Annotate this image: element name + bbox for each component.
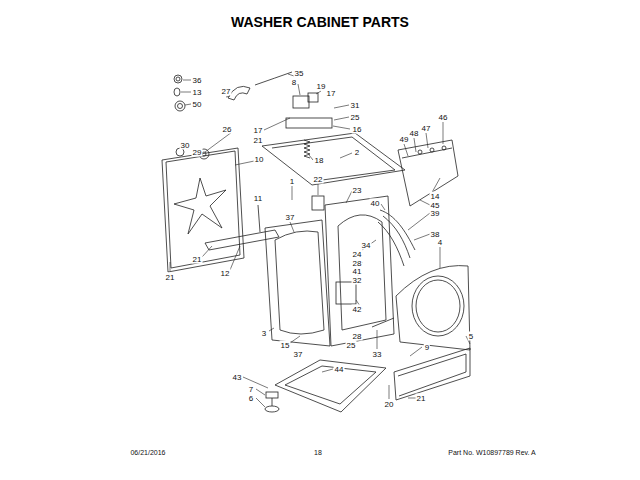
callout-number: 17	[326, 89, 337, 98]
callout-number: 2	[354, 148, 360, 157]
callout-number: 38	[430, 230, 441, 239]
callout-number: 13	[192, 88, 203, 97]
callout-number: 28	[352, 332, 363, 341]
callout-number: 47	[421, 124, 432, 133]
callout-number: 4	[437, 238, 443, 247]
callout-number: 36	[192, 76, 203, 85]
callout-number: 21	[253, 136, 264, 145]
callout-number: 25	[346, 341, 357, 350]
callout-number: 48	[409, 129, 420, 138]
callout-number: 21	[416, 394, 427, 403]
callout-number: 5	[468, 332, 474, 341]
callout-number: 27	[221, 87, 232, 96]
callout-number: 1	[289, 177, 295, 186]
callout-number: 9	[424, 343, 430, 352]
callout-number: 32	[352, 276, 363, 285]
callout-number: 34	[361, 241, 372, 250]
callout-number: 37	[285, 213, 296, 222]
callout-number: 21	[165, 273, 176, 282]
footer-text: 18	[313, 449, 323, 457]
callout-number: 46	[438, 113, 449, 122]
callout-number: 29	[192, 148, 203, 157]
callout-number: 44	[334, 365, 345, 374]
callout-number: 11	[253, 194, 263, 203]
callout-number: 26	[222, 125, 233, 134]
callout-number: 30	[180, 141, 191, 150]
diagram-title: WASHER CABINET PARTS	[231, 14, 409, 30]
footer-text: Part No. W10897789 Rev. A	[447, 449, 536, 457]
callout-number: 24	[352, 250, 363, 259]
callout-number: 25	[350, 113, 361, 122]
callout-number: 42	[352, 305, 363, 314]
callout-number: 39	[430, 209, 441, 218]
callout-number: 43	[232, 373, 243, 382]
callout-number: 40	[370, 199, 381, 208]
callout-number: 3	[261, 329, 267, 338]
callout-number: 37	[293, 350, 304, 359]
callout-number: 20	[384, 400, 395, 409]
callout-number: 18	[314, 156, 325, 165]
callout-number: 23	[352, 186, 363, 195]
callout-number: 16	[352, 125, 363, 134]
callout-number: 15	[280, 341, 291, 350]
callout-number: 14	[430, 192, 441, 201]
callout-number: 7	[248, 385, 254, 394]
callout-number: 6	[248, 394, 254, 403]
callout-number: 45	[430, 201, 441, 210]
callout-number: 31	[350, 101, 361, 110]
callout-number: 8	[291, 78, 297, 87]
callout-number: 10	[254, 155, 265, 164]
callout-number: 33	[372, 350, 383, 359]
callout-number: 41	[352, 267, 363, 276]
callout-number: 12	[220, 269, 231, 278]
callout-number: 17	[253, 126, 264, 135]
callout-number: 22	[313, 175, 324, 184]
callout-number: 35	[294, 69, 305, 78]
footer-text: 06/21/2016	[129, 449, 166, 457]
callout-number: 50	[192, 100, 203, 109]
callout-number: 21	[192, 255, 203, 264]
